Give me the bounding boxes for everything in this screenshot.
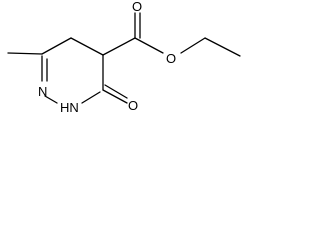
bond-methyl (7, 52, 43, 55)
chemical-structure: O O N HN O (7, 0, 241, 115)
bond-o-ch2 (180, 37, 206, 54)
atom-o-ester-carbonyl: O (132, 0, 142, 14)
atom-n-imine: N (38, 84, 47, 99)
atom-nh: HN (60, 100, 79, 115)
atom-o-ester-single: O (166, 51, 176, 66)
bond-c4-ester-c (102, 37, 136, 56)
bond-nh-n (44, 95, 58, 104)
bond-ring-co-1 (102, 89, 128, 104)
bond-ring-co-2 (104, 84, 128, 99)
structure-canvas: O O N HN O (0, 0, 250, 148)
bond-c3-nh (81, 91, 101, 104)
bond-ester-c-o (134, 37, 164, 54)
bond-c6-c5 (41, 37, 72, 55)
atom-o-ring-carbonyl: O (128, 98, 138, 113)
bond-c5-c4 (70, 37, 104, 56)
bond-ch2-ch3 (204, 37, 241, 57)
